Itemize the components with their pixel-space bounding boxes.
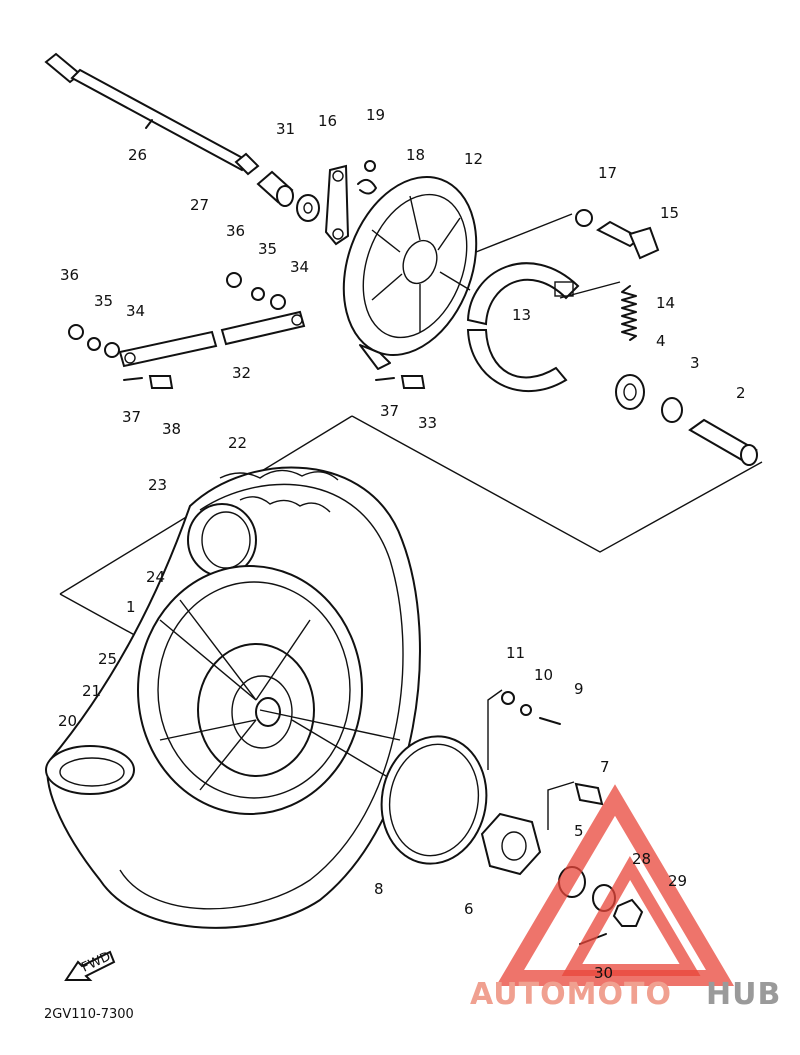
callout-c4: 4 xyxy=(656,332,666,350)
nut-part xyxy=(68,324,84,340)
watermark-text-accent: HUB xyxy=(706,977,781,1012)
callout-c27: 27 xyxy=(190,196,209,214)
callout-c9: 9 xyxy=(574,680,584,698)
seal-part xyxy=(661,397,683,423)
nut-part xyxy=(501,691,515,705)
spacer-part xyxy=(688,418,758,466)
callout-labels: 1234567891011121314151617181920212223242… xyxy=(58,106,746,982)
callout-c21: 21 xyxy=(82,682,101,700)
bearing-part xyxy=(615,374,645,410)
callout-c18: 18 xyxy=(406,146,425,164)
callout-c6: 6 xyxy=(464,900,474,918)
callout-c37b: 37 xyxy=(122,408,141,426)
spring-part xyxy=(621,285,637,341)
callout-c32: 32 xyxy=(232,364,251,382)
washer-part xyxy=(520,704,532,716)
callout-c20: 20 xyxy=(58,712,77,730)
brake-ring-part xyxy=(380,735,488,865)
bolt-part xyxy=(364,160,376,172)
rim-part xyxy=(137,565,363,815)
axle-part xyxy=(44,52,260,176)
camshaft-part xyxy=(596,220,660,260)
washer-part xyxy=(296,194,320,222)
watermark-text-main: AUTOMOTO xyxy=(470,977,672,1012)
callout-c23: 23 xyxy=(148,476,167,494)
callout-c25: 25 xyxy=(98,650,117,668)
callout-c24: 24 xyxy=(146,568,165,586)
watermark-logo xyxy=(495,784,735,986)
collar-part xyxy=(256,170,294,207)
bolt-part xyxy=(539,717,561,725)
callout-c22: 22 xyxy=(228,434,247,452)
callout-c34b: 34 xyxy=(126,302,145,320)
washer-part xyxy=(575,209,593,227)
callout-c28: 28 xyxy=(632,850,651,868)
callout-c14: 14 xyxy=(656,294,675,312)
callout-c1: 1 xyxy=(126,598,136,616)
bolt-part xyxy=(400,375,426,389)
bolt-part xyxy=(574,782,604,806)
callout-c34a: 34 xyxy=(290,258,309,276)
washer-part xyxy=(87,337,101,351)
brake-plate-part xyxy=(342,175,478,370)
callout-c2: 2 xyxy=(736,384,746,402)
callout-c37a: 37 xyxy=(380,402,399,420)
callout-c33: 33 xyxy=(418,414,437,432)
callout-c30: 30 xyxy=(594,964,613,982)
callout-c31: 31 xyxy=(276,120,295,138)
rim-band-part xyxy=(45,745,135,795)
callout-c7: 7 xyxy=(600,758,610,776)
callout-c26: 26 xyxy=(128,146,147,164)
nut-part xyxy=(612,898,644,927)
callout-c13: 13 xyxy=(512,306,531,324)
bolt-part xyxy=(148,375,174,389)
hub-part xyxy=(480,812,542,876)
torque-rod-part xyxy=(118,310,306,368)
callout-c12: 12 xyxy=(464,150,483,168)
nut-part xyxy=(226,272,242,288)
washer-part xyxy=(270,294,286,310)
callout-c17: 17 xyxy=(598,164,617,182)
clip-part xyxy=(357,178,377,195)
callout-c10: 10 xyxy=(534,666,553,684)
callout-c36a: 36 xyxy=(226,222,245,240)
diagram-code: 2GV110-7300 xyxy=(44,1007,134,1022)
callout-c3: 3 xyxy=(690,354,700,372)
callout-c29: 29 xyxy=(668,872,687,890)
callout-c8: 8 xyxy=(374,880,384,898)
callout-c35b: 35 xyxy=(94,292,113,310)
callout-c5: 5 xyxy=(574,822,584,840)
callout-c36b: 36 xyxy=(60,266,79,284)
callout-c16: 16 xyxy=(318,112,337,130)
brake-shoes-part xyxy=(466,262,580,392)
callout-c35a: 35 xyxy=(258,240,277,258)
washer-part xyxy=(251,287,265,301)
fwd-arrow-icon xyxy=(64,950,116,981)
callout-c15: 15 xyxy=(660,204,679,222)
cam-lever-part xyxy=(324,164,350,246)
washer-part xyxy=(104,342,120,358)
callout-c19: 19 xyxy=(366,106,385,124)
callout-c38: 38 xyxy=(162,420,181,438)
callout-c11: 11 xyxy=(506,644,525,662)
